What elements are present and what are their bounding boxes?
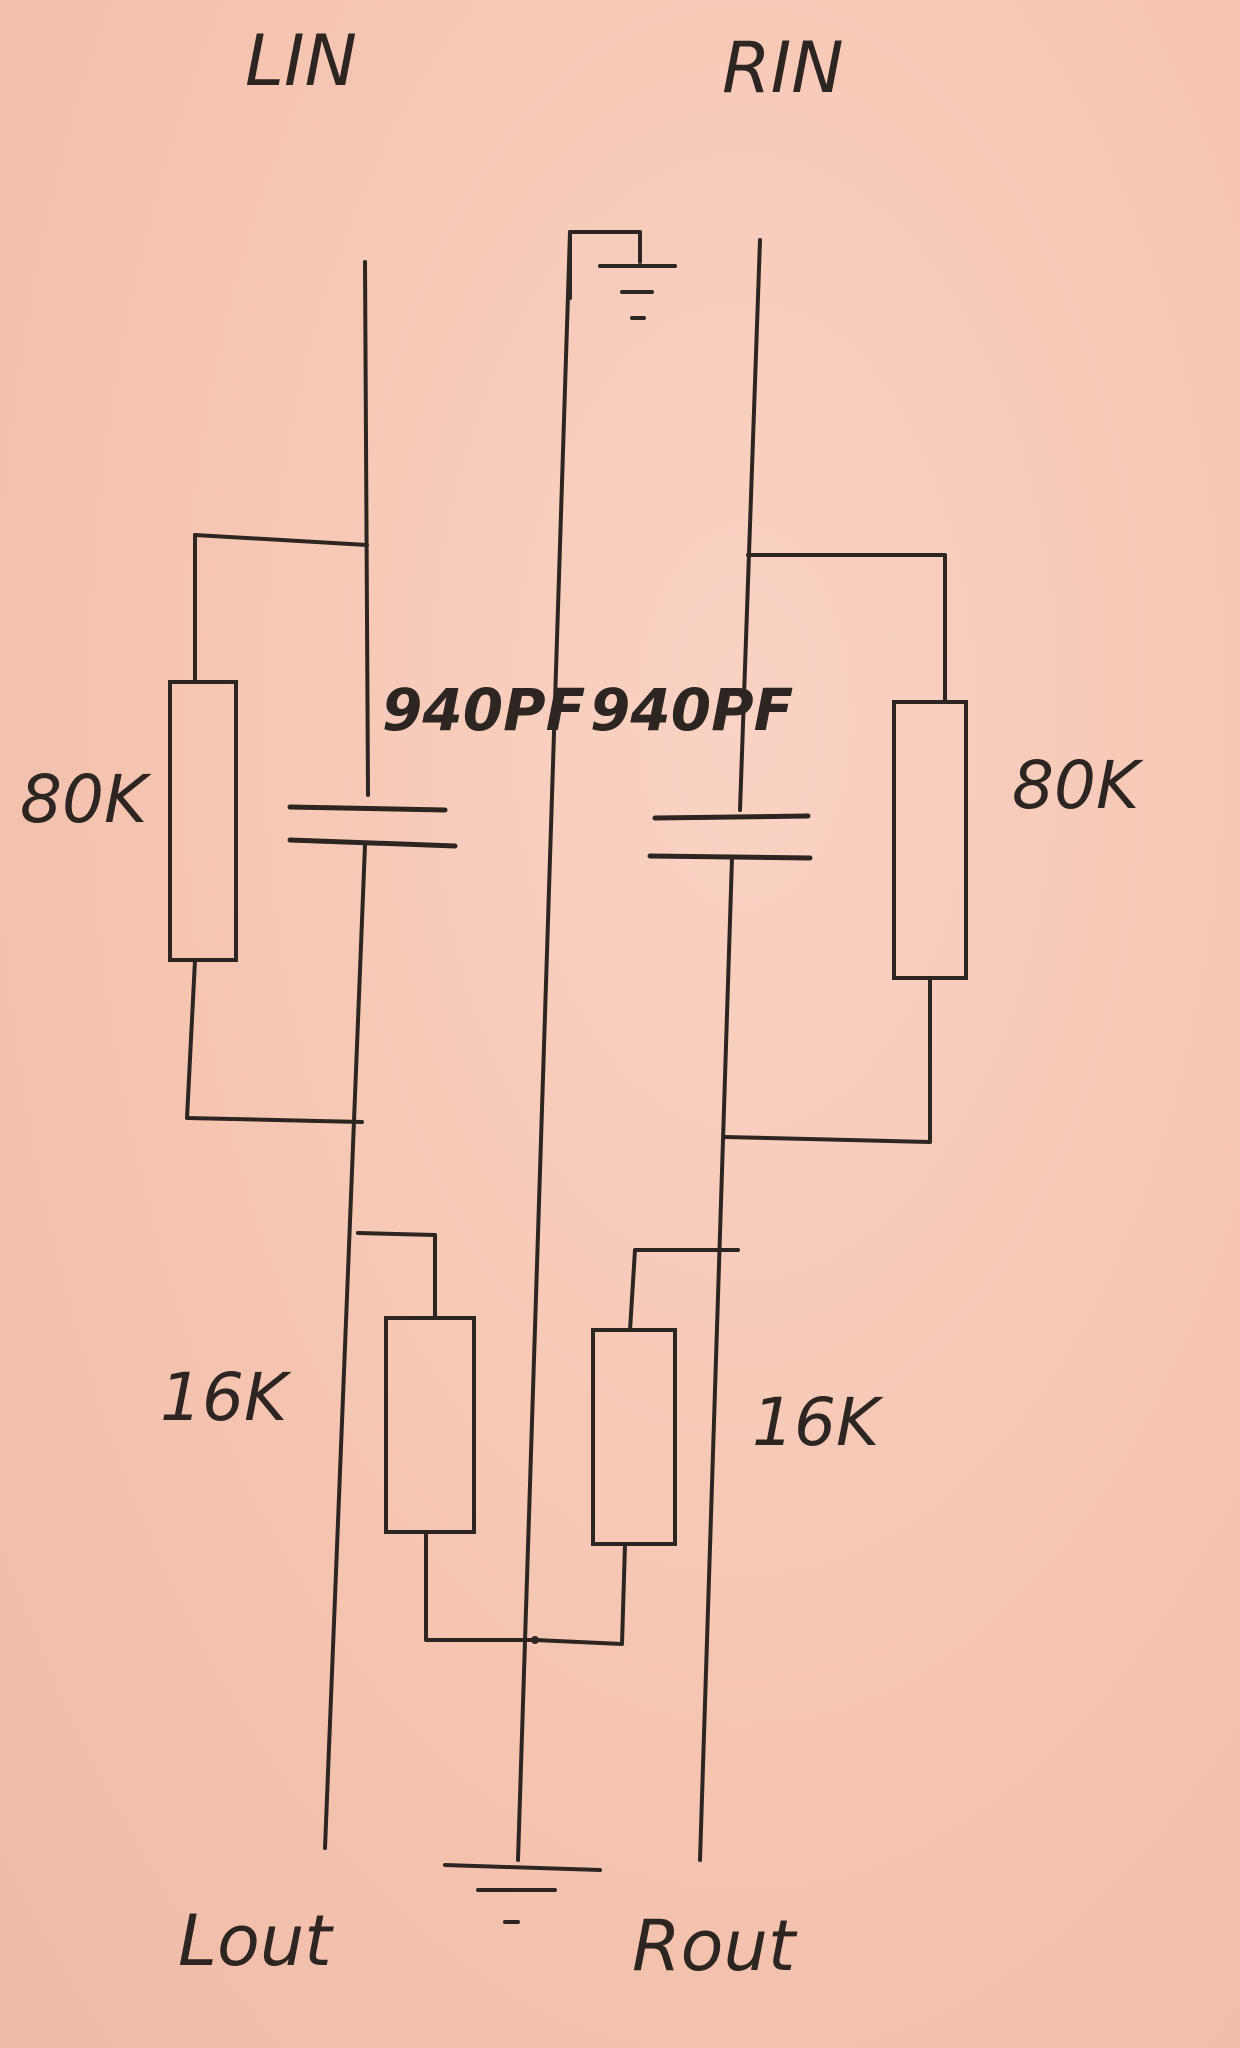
ground-junction-dot [531,1636,539,1644]
left-capacitor [287,804,458,849]
left-resistor-top-wire [193,533,369,547]
left-shunt-top-wire [356,1231,437,1320]
right-shunt-resistor [591,1328,677,1546]
center-ground-wire [516,230,572,1862]
capacitor-plate-top [287,804,448,813]
left-resistor-bottom-wire [185,958,364,1124]
left-series-resistor [168,680,238,962]
left-output-wire [323,843,367,1850]
right-shunt-bottom-wire [533,1542,627,1646]
right-input-wire [738,238,762,812]
left-shunt-bottom-wire [424,1530,537,1642]
left-series-resistor-value: 80K [20,761,152,838]
right-capacitor [647,813,813,861]
left-shunt-resistor-value: 16K [160,1359,292,1436]
right-series-resistor [892,700,968,980]
left-input-wire [363,260,370,797]
right-capacitor-value: 940PF [590,676,793,744]
right-output-label: Rout [632,1905,798,1987]
right-resistor-top-wire [746,553,947,704]
capacitor-plate-bottom [287,837,458,849]
capacitor-plate-top [652,813,811,821]
top-ground-icon [568,230,677,320]
ground-bar-1 [443,1863,602,1872]
right-resistor-bottom-wire [723,976,932,1144]
left-capacitor-value: 940PF [382,676,585,744]
right-shunt-top-wire [628,1248,740,1332]
right-shunt-resistor-value: 16K [752,1384,884,1461]
left-input-label: LIN [245,20,357,102]
capacitor-plate-bottom [647,853,813,861]
right-series-resistor-value: 80K [1012,747,1144,824]
right-output-wire [698,856,734,1862]
left-shunt-resistor [384,1316,476,1534]
bottom-ground-icon [443,1863,602,1924]
left-output-label: Lout [178,1900,334,1982]
right-input-label: RIN [722,27,844,109]
